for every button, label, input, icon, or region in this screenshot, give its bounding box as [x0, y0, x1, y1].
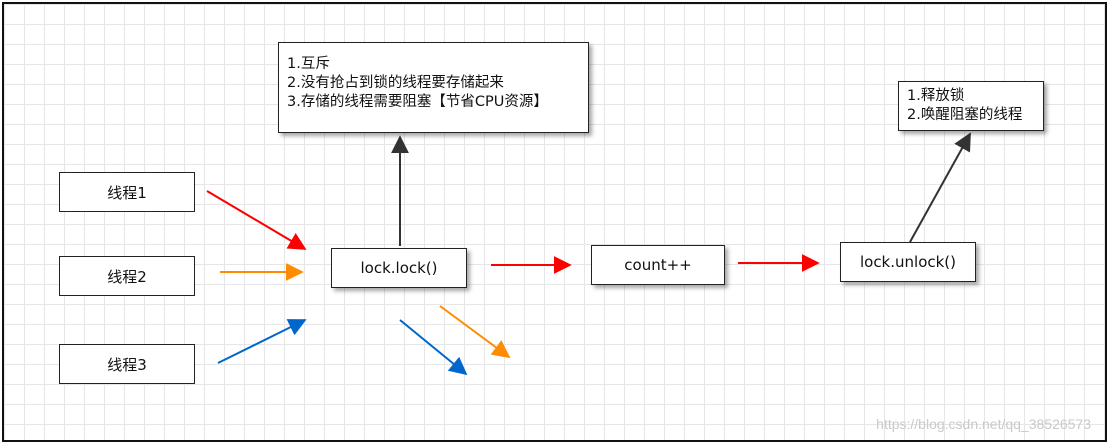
- unlock-note-line-1: 1.释放锁: [907, 88, 965, 104]
- thread-box-3: 线程3: [59, 344, 195, 384]
- lock-label: lock.lock(): [360, 259, 438, 277]
- count-box: count++: [591, 245, 725, 285]
- lock-note-line-1: 1.互斥: [287, 56, 330, 72]
- unlock-note: 1.释放锁 2.唤醒阻塞的线程: [898, 81, 1044, 131]
- arrow-thread3-to-lock: [217, 319, 307, 364]
- unlock-label: lock.unlock(): [859, 253, 957, 271]
- unlock-box: lock.unlock(): [840, 242, 976, 282]
- thread-box-1: 线程1: [59, 172, 195, 212]
- lock-note-line-2: 2.没有抢占到锁的线程要存储起来: [287, 75, 504, 91]
- count-label: count++: [624, 256, 692, 274]
- lock-note-line-3: 3.存储的线程需要阻塞【节省CPU资源】: [287, 94, 548, 110]
- arrow-unlock-to-note: [909, 132, 971, 243]
- thread-box-2: 线程2: [59, 256, 195, 296]
- watermark: https://blog.csdn.net/qq_38526573: [876, 416, 1091, 432]
- arrows-layer: [206, 132, 971, 376]
- thread-label-2: 线程2: [107, 267, 147, 286]
- arrow-thread1-to-lock: [206, 190, 307, 250]
- arrow-lock-blue-blocked: [399, 319, 468, 376]
- thread-label-3: 线程3: [107, 355, 147, 374]
- arrow-lock-orange-blocked: [439, 305, 511, 359]
- lock-box: lock.lock(): [331, 248, 467, 288]
- unlock-note-line-2: 2.唤醒阻塞的线程: [907, 107, 1023, 123]
- lock-note: 1.互斥 2.没有抢占到锁的线程要存储起来 3.存储的线程需要阻塞【节省CPU资…: [278, 42, 589, 133]
- thread-label-1: 线程1: [107, 183, 147, 202]
